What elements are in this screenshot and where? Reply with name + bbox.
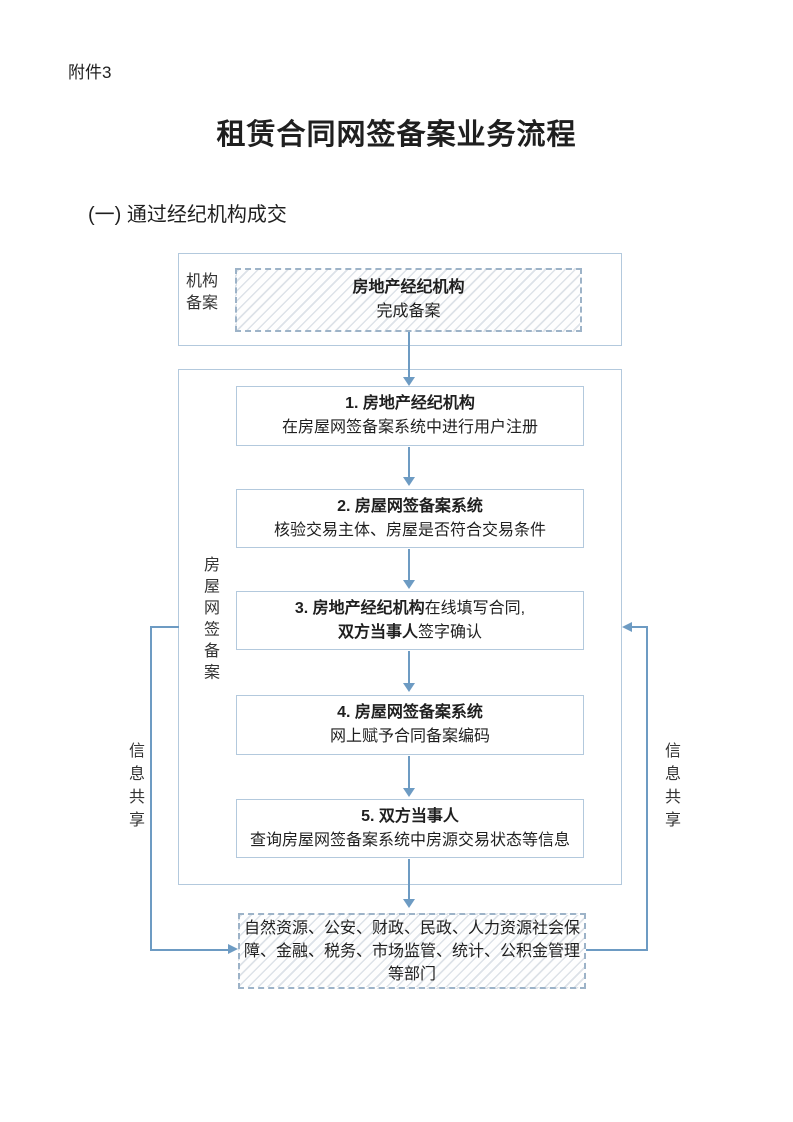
flow-arrow-line-3 bbox=[408, 651, 410, 683]
org-filing-container bbox=[178, 253, 622, 346]
step-1-desc: 在房屋网签备案系统中进行用户注册 bbox=[281, 419, 538, 436]
step-3-title-bold: 3. 房地产经纪机构 bbox=[294, 599, 425, 617]
org-filing-box: 房地产经纪机构 完成备案 bbox=[235, 268, 582, 332]
departments-line-3: 等部门 bbox=[387, 965, 436, 983]
connector-info-share-right-vertical bbox=[646, 626, 648, 951]
arrow-down-icon-2 bbox=[403, 580, 415, 589]
arrow-right-icon bbox=[228, 944, 238, 954]
attachment-label: 附件3 bbox=[68, 63, 112, 82]
step-3-title-rest: 在线填写合同, bbox=[424, 599, 526, 617]
step-box-4: 4. 房屋网签备案系统 网上赋予合同备案编码 bbox=[236, 695, 584, 755]
step-2-title: 2. 房屋网签备案系统 bbox=[337, 497, 483, 515]
connector-info-share-left-vertical bbox=[150, 626, 152, 951]
flow-arrow-line-5 bbox=[408, 859, 410, 899]
departments-line-1: 自然资源、公安、财政、民政、人力资源社会保 bbox=[243, 919, 580, 937]
step-box-1: 1. 房地产经纪机构 在房屋网签备案系统中进行用户注册 bbox=[236, 386, 584, 446]
step-5-title: 5. 双方当事人 bbox=[361, 807, 459, 825]
step-box-3: 3. 房地产经纪机构在线填写合同, 双方当事人签字确认 bbox=[236, 591, 584, 650]
info-share-label-right: 信息共享 bbox=[662, 742, 679, 834]
flow-arrow-line-4 bbox=[408, 756, 410, 788]
connector-info-share-left-top bbox=[150, 626, 179, 628]
step-3-line2-rest: 签字确认 bbox=[418, 623, 483, 641]
departments-box: 自然资源、公安、财政、民政、人力资源社会保 障、金融、税务、市场监管、统计、公积… bbox=[238, 913, 586, 989]
step-5-desc: 查询房屋网签备案系统中房源交易状态等信息 bbox=[249, 831, 570, 849]
step-3-line-2: 双方当事人签字确认 bbox=[237, 621, 583, 645]
flow-arrow-line-0 bbox=[408, 332, 410, 377]
info-share-label-left: 信息共享 bbox=[126, 742, 143, 834]
step-3-line-1: 3. 房地产经纪机构在线填写合同, bbox=[237, 597, 583, 621]
step-box-2: 2. 房屋网签备案系统 核验交易主体、房屋是否符合交易条件 bbox=[236, 489, 584, 548]
arrow-down-icon-4 bbox=[403, 788, 415, 797]
flow-arrow-line-2 bbox=[408, 549, 410, 580]
arrow-down-icon-1 bbox=[403, 477, 415, 486]
arrow-down-icon-3 bbox=[403, 683, 415, 692]
step-4-title: 4. 房屋网签备案系统 bbox=[337, 704, 483, 721]
step-4-desc: 网上赋予合同备案编码 bbox=[329, 728, 490, 745]
departments-line-2: 障、金融、税务、市场监管、统计、公积金管理 bbox=[243, 942, 580, 960]
org-filing-side-label: 机构备案 bbox=[186, 273, 219, 312]
arrow-down-icon-0 bbox=[403, 377, 415, 386]
step-box-5: 5. 双方当事人 查询房屋网签备案系统中房源交易状态等信息 bbox=[236, 799, 584, 858]
main-flow-side-label: 房屋网签备案 bbox=[201, 556, 218, 685]
connector-info-share-left-bottom bbox=[150, 949, 228, 951]
connector-info-share-right-top bbox=[631, 626, 648, 628]
org-filing-box-title: 房地产经纪机构 bbox=[352, 279, 465, 296]
section-heading: (一) 通过经纪机构成交 bbox=[88, 204, 287, 226]
page-title: 租赁合同网签备案业务流程 bbox=[216, 119, 577, 151]
flow-arrow-line-1 bbox=[408, 447, 410, 477]
arrow-left-icon bbox=[622, 622, 632, 632]
arrow-down-icon-5 bbox=[403, 899, 415, 908]
connector-info-share-right-bottom bbox=[586, 949, 648, 951]
step-3-line2-bold: 双方当事人 bbox=[337, 623, 418, 641]
org-filing-box-desc: 完成备案 bbox=[376, 303, 441, 320]
step-2-desc: 核验交易主体、房屋是否符合交易条件 bbox=[273, 521, 546, 539]
step-1-title: 1. 房地产经纪机构 bbox=[345, 395, 475, 412]
